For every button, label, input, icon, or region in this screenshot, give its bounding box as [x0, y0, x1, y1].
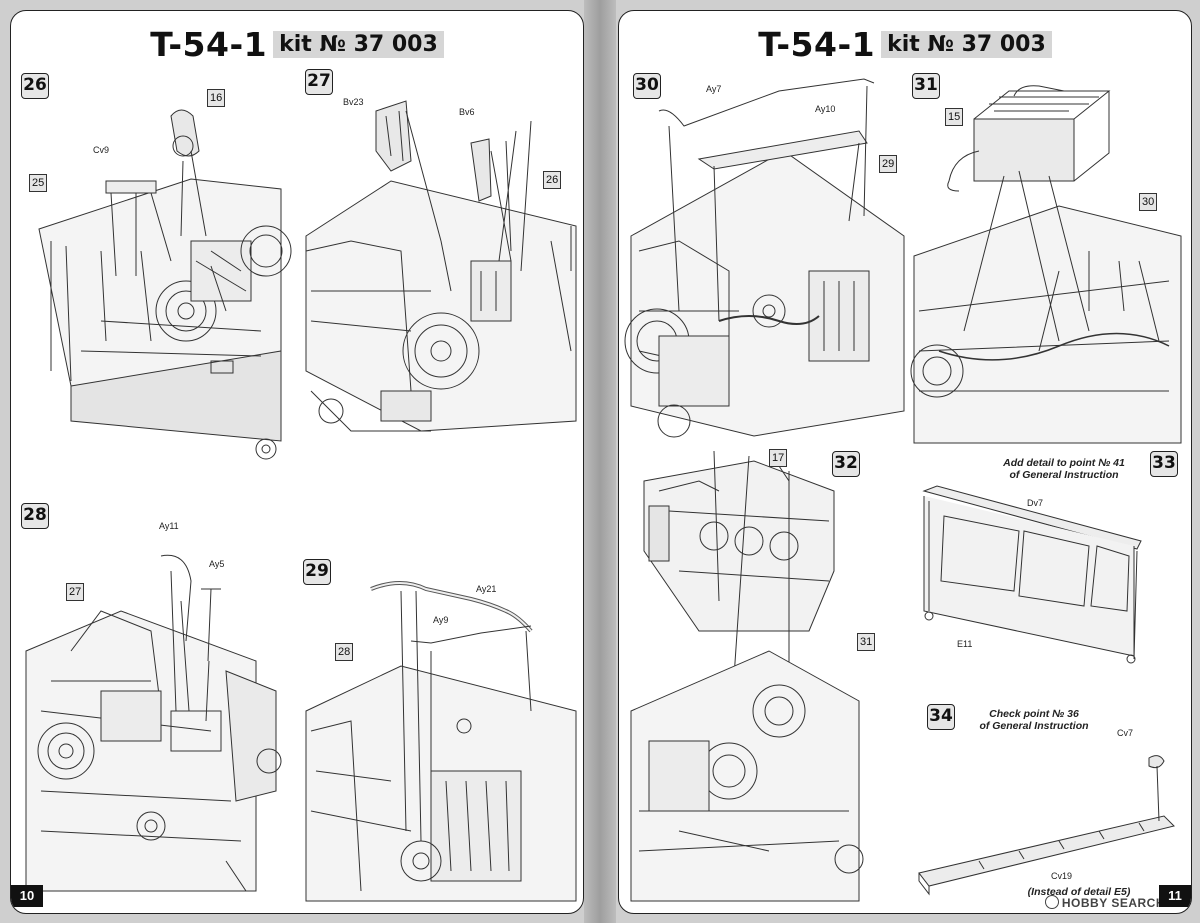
part-label-dv7: Dv7: [1027, 498, 1044, 508]
step-33-badge: 33: [1150, 451, 1178, 477]
callout-17: 17: [769, 449, 788, 467]
step-33-drawing: [922, 485, 1142, 664]
callout-29: 29: [879, 155, 898, 173]
model-title: T-54-1: [150, 25, 268, 64]
part-label-ay9: Ay9: [433, 615, 449, 625]
part-label-ay5: Ay5: [209, 559, 225, 569]
watermark-logo-icon: [1044, 895, 1059, 909]
step-27-drawing: [305, 100, 577, 432]
step-34-note: Check point № 36 of General Instruction: [979, 708, 1089, 732]
assembly-drawings-right: [624, 78, 1182, 902]
part-label-cv7: Cv7: [1117, 728, 1134, 738]
page-number: 11: [1159, 885, 1191, 907]
page-number: 10: [11, 885, 43, 907]
step-31-drawing: [910, 85, 1182, 444]
step-29-drawing: [305, 581, 577, 902]
part-label-bv23: Bv23: [343, 97, 364, 107]
step-32-badge: 32: [832, 451, 860, 477]
assembly-drawings-left: [25, 100, 577, 902]
part-label-e11: E11: [957, 639, 973, 649]
page-gutter: [584, 0, 616, 923]
kit-number: kit № 37 003: [881, 31, 1052, 58]
step-26-drawing: [38, 109, 292, 460]
callout-26: 26: [543, 171, 562, 189]
callout-31: 31: [857, 633, 876, 651]
model-title: T-54-1: [758, 25, 876, 64]
step-34-badge: 34: [927, 704, 955, 730]
callout-25: 25: [29, 174, 48, 192]
part-label-ay7: Ay7: [706, 84, 722, 94]
callout-30: 30: [1139, 193, 1158, 211]
step-28-drawing: [25, 554, 282, 892]
step-28-badge: 28: [21, 503, 49, 529]
part-label-ay11: Ay11: [159, 521, 179, 531]
callout-15: 15: [945, 108, 964, 126]
part-label-ay21: Ay21: [476, 584, 497, 594]
callout-16: 16: [207, 89, 226, 107]
step-30-badge: 30: [633, 73, 661, 99]
part-label-cv19: Cv19: [1051, 871, 1073, 881]
part-label-bv6: Bv6: [459, 107, 475, 117]
step-26-badge: 26: [21, 73, 49, 99]
step-34-drawing: [918, 755, 1175, 896]
step-32-drawing: [630, 450, 864, 902]
part-label-cv9: Cv9: [93, 145, 110, 155]
callout-28: 28: [335, 643, 354, 661]
part-label-ay10: Ay10: [815, 104, 836, 114]
watermark: HOBBY SEARCH: [1044, 895, 1165, 910]
step-31-badge: 31: [912, 73, 940, 99]
step-27-badge: 27: [305, 69, 333, 95]
step-30-drawing: [624, 78, 905, 438]
callout-27: 27: [66, 583, 85, 601]
kit-number: kit № 37 003: [273, 31, 444, 58]
step-29-badge: 29: [303, 559, 331, 585]
step-33-note: Add detail to point № 41 of General Inst…: [1003, 457, 1125, 481]
